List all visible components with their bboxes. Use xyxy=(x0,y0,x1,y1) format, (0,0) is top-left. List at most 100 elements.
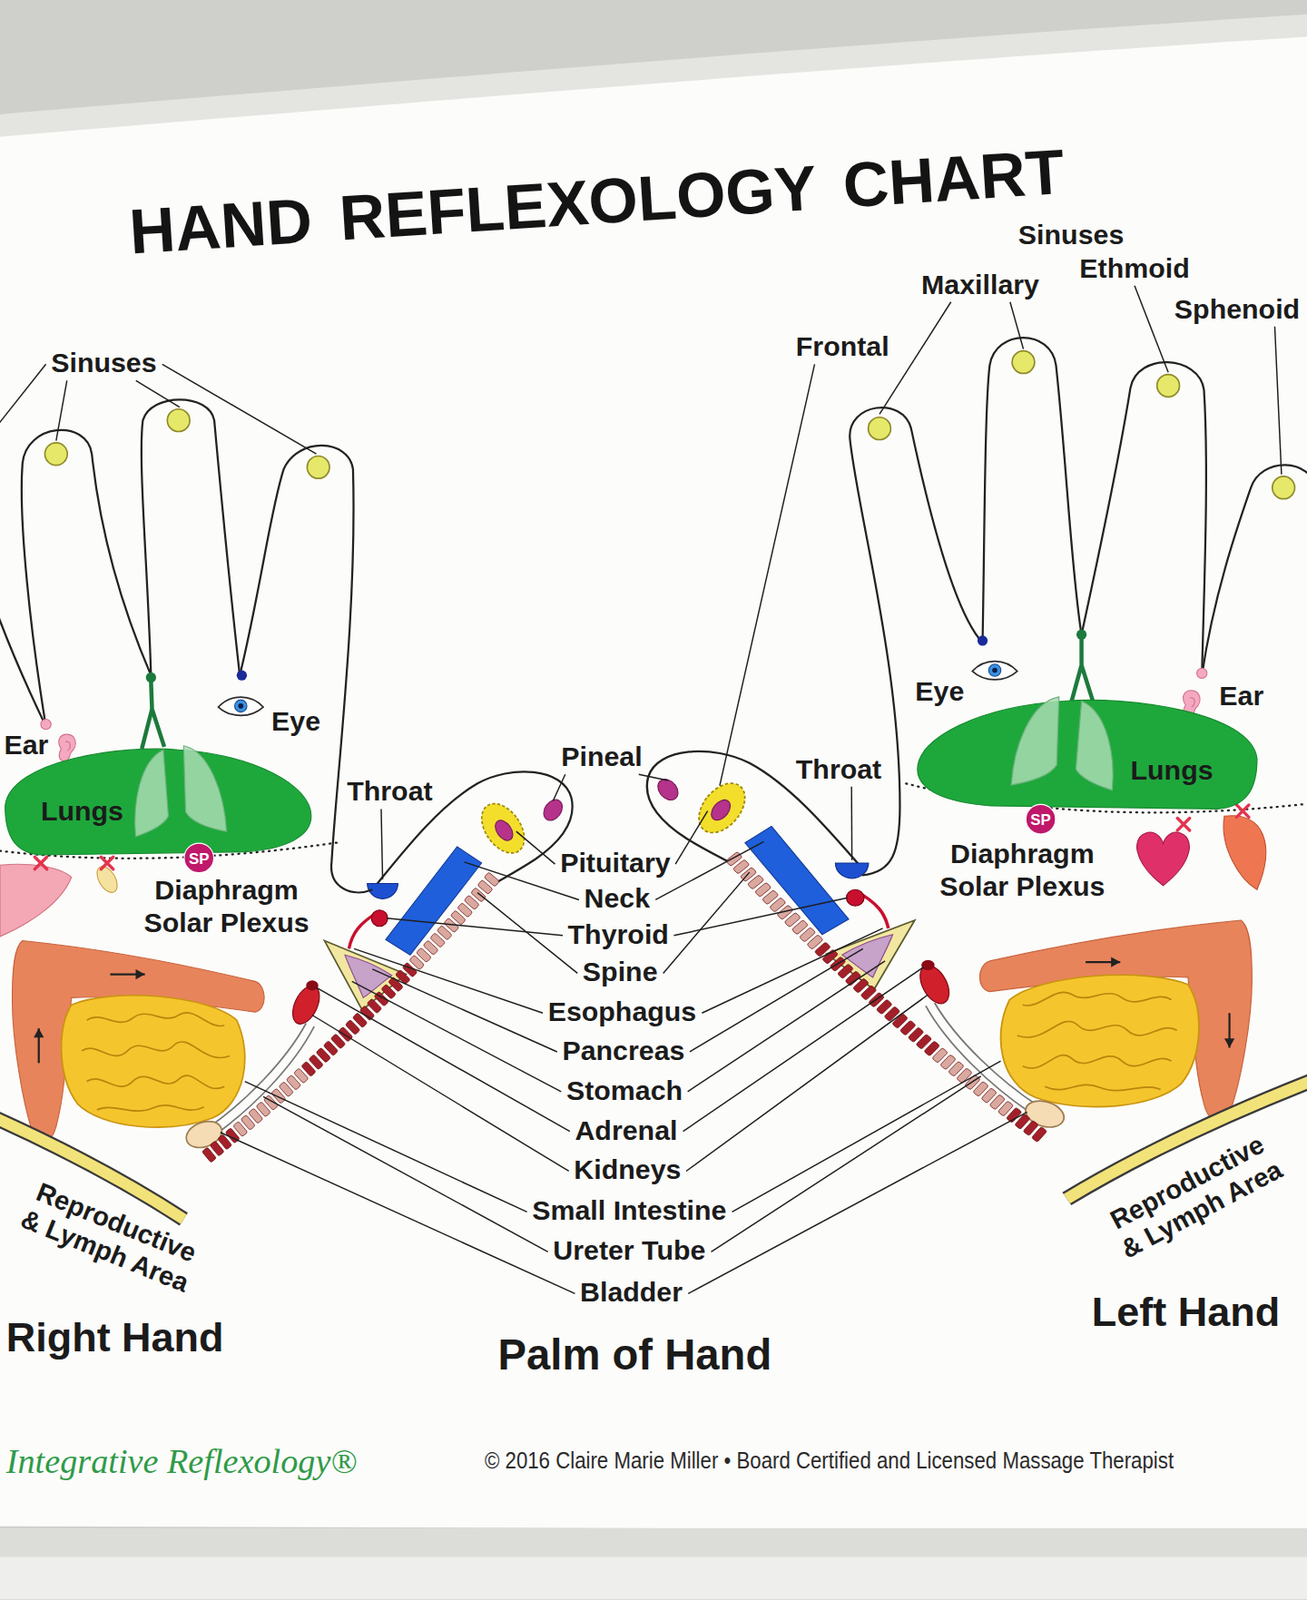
ureter-tube xyxy=(210,1022,307,1127)
leader-line xyxy=(516,831,556,865)
organ-label: Adrenal xyxy=(574,1116,678,1147)
eye-dot xyxy=(236,670,247,681)
ear-dot xyxy=(1197,668,1208,679)
small-intestine xyxy=(1001,974,1199,1107)
finger-outline xyxy=(1081,362,1207,676)
leader-line xyxy=(687,961,885,1092)
leader-line xyxy=(732,1061,1002,1212)
leader-line xyxy=(689,948,864,1052)
leader-line xyxy=(136,380,180,407)
leader-line xyxy=(687,1111,1027,1294)
leader-line xyxy=(381,808,384,880)
eye-iris xyxy=(988,664,1001,677)
solar-plexus-badge: SP xyxy=(1025,804,1057,836)
trachea-dot xyxy=(1076,629,1087,640)
spine-reflex xyxy=(1031,1126,1047,1142)
leader-line xyxy=(675,811,708,865)
sinus-heading: Sinuses xyxy=(50,348,157,379)
table-surface-light xyxy=(0,1556,1307,1600)
leader-line xyxy=(352,981,561,1091)
intestine-fold xyxy=(81,1041,230,1059)
leader-line xyxy=(263,1096,549,1252)
organ-label: Diaphragm Solar Plexus xyxy=(129,874,325,940)
ear-icon xyxy=(58,734,76,761)
lung-area: Lungs xyxy=(5,742,314,857)
leader-line xyxy=(315,987,570,1132)
trachea xyxy=(141,681,165,749)
pituitary-reflex xyxy=(472,795,533,862)
finger-outline xyxy=(21,430,152,727)
organ-label: Spine xyxy=(582,958,659,989)
neck-reflex xyxy=(745,826,849,935)
organ-label: Neck xyxy=(584,884,651,915)
pituitary-core xyxy=(491,816,517,844)
organ-label: Esophagus xyxy=(548,997,698,1028)
leader-line xyxy=(663,872,750,973)
lung-area: Lungs xyxy=(914,693,1258,811)
finger-outline xyxy=(982,337,1082,643)
intestine-fold xyxy=(1022,992,1172,1006)
intestine-fold xyxy=(1022,1055,1172,1069)
eye-pupil xyxy=(237,703,244,709)
organ-label: Ureter Tube xyxy=(552,1236,706,1267)
panel-caption: Right Hand xyxy=(6,1315,225,1360)
sinus-label: Maxillary xyxy=(921,270,1040,301)
leader-line xyxy=(701,928,883,1013)
organ-label: Stomach xyxy=(566,1076,683,1107)
sinus-reflex xyxy=(868,417,892,441)
panel-caption: Left Hand xyxy=(1091,1289,1280,1335)
leader-line xyxy=(719,363,816,786)
small-intestine xyxy=(61,995,246,1128)
sinus-reflex xyxy=(1012,351,1035,374)
organ-label: Lungs xyxy=(1130,756,1214,787)
leader-line xyxy=(879,302,952,415)
intestine-fold xyxy=(97,1105,205,1111)
thyroid-reflex xyxy=(371,910,388,927)
colon xyxy=(979,920,1252,1121)
leader-line xyxy=(386,918,563,936)
leader-line xyxy=(312,1014,570,1171)
organ-label: Throat xyxy=(346,777,433,808)
panel-caption: Palm of Hand xyxy=(498,1331,773,1379)
spine-reflex xyxy=(201,1147,217,1163)
ureter-tube xyxy=(925,1005,1030,1112)
ear-curl xyxy=(65,741,70,751)
leader-line xyxy=(1274,326,1281,475)
x-mark xyxy=(1236,805,1249,817)
organ-label: Diaphragm Solar Plexus xyxy=(925,837,1121,904)
leader-line xyxy=(552,774,565,801)
leader-line xyxy=(245,1081,528,1213)
lung-lobe xyxy=(1075,700,1113,790)
trachea-dot xyxy=(146,672,157,683)
organ-label: Pancreas xyxy=(561,1036,685,1067)
sinus-heading: Sinuses xyxy=(1018,220,1124,251)
leader-line xyxy=(56,380,68,441)
organ-label: Small Intestine xyxy=(531,1197,727,1228)
intestine-fold xyxy=(1044,1084,1160,1091)
leader-line xyxy=(1134,285,1169,374)
lung-shape xyxy=(914,693,1258,811)
sinus-reflex xyxy=(167,409,190,433)
eye-icon xyxy=(972,661,1017,680)
pituitary-core xyxy=(707,796,735,824)
throat-reflex xyxy=(367,883,399,899)
eye-iris xyxy=(235,699,247,712)
finger-outline xyxy=(1201,464,1307,715)
heart xyxy=(1137,832,1190,886)
leader-line xyxy=(638,774,669,781)
sinus-reflex xyxy=(44,442,68,466)
intestine-fold xyxy=(87,1075,226,1089)
leader-line xyxy=(477,893,578,974)
pituitary-reflex xyxy=(689,775,755,841)
lung-fill xyxy=(917,699,1258,809)
adrenal-reflex xyxy=(305,980,318,991)
right-hand xyxy=(0,399,573,1219)
ear-dot xyxy=(40,719,51,730)
leader-line xyxy=(686,994,928,1171)
leader-line xyxy=(683,967,924,1132)
sinus-reflex xyxy=(306,455,330,479)
leader-line xyxy=(162,363,317,454)
organ-label: Thyroid xyxy=(568,920,669,951)
arrow-head xyxy=(1224,1038,1235,1048)
